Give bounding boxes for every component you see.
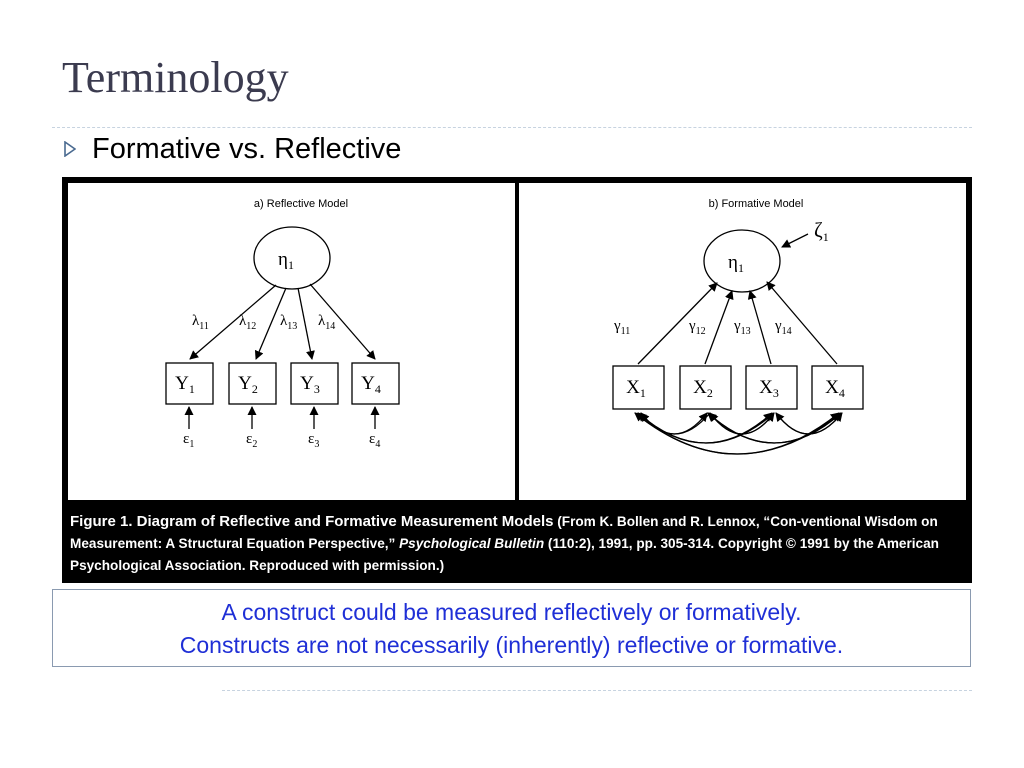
callout-line-1: A construct could be measured reflective…: [221, 599, 802, 625]
loading-arrow-3: [297, 287, 315, 360]
error-label-1: ε1: [183, 431, 194, 450]
footer-divider: [222, 690, 972, 691]
title-divider: [52, 127, 972, 128]
reflective-latent-label: η1: [278, 249, 294, 272]
diagram-svg: a) Reflective Model η1 λ11 λ12 λ13 λ14 Y…: [68, 183, 966, 500]
covariance-arrow-3-1: [637, 412, 775, 444]
disturbance-label: ζ1: [814, 218, 829, 244]
error-label-2: ε2: [246, 431, 257, 450]
formative-latent-node: [703, 229, 781, 293]
indicator-box-y1: [165, 362, 214, 405]
indicator-box-y2: [228, 362, 277, 405]
loading-arrow-1: [189, 284, 277, 360]
loading-label-2: λ12: [239, 313, 256, 332]
loading-arrow-4: [309, 283, 376, 360]
caption-lead: Figure 1. Diagram of Reflective and Form…: [70, 513, 554, 530]
indicator-label-x4: X4: [825, 377, 845, 400]
figure-image: a) Reflective Model η1 λ11 λ12 λ13 λ14 Y…: [62, 177, 972, 583]
indicator-box-x1: [612, 365, 665, 410]
slide-title: Terminology: [62, 53, 289, 102]
indicator-box-y4: [351, 362, 400, 405]
weight-arrow-4: [766, 281, 838, 365]
weight-arrow-2: [704, 290, 734, 365]
caption-citation: (From K. Bollen and R. Lennox, “Con-vent…: [70, 514, 938, 551]
loading-label-1: λ11: [192, 313, 209, 332]
covariance-arrow-4-3: [775, 412, 843, 435]
triangle-bullet-icon: [64, 141, 76, 157]
bullet-item: Formative vs. Reflective: [64, 131, 401, 167]
indicator-label-y3: Y3: [300, 373, 320, 396]
caption-journal: Psychological Bulletin: [399, 536, 545, 551]
weight-arrow-1: [637, 282, 718, 365]
indicator-box-x2: [679, 365, 732, 410]
indicator-box-x3: [745, 365, 798, 410]
loading-label-4: λ14: [318, 313, 335, 332]
indicator-label-x3: X3: [759, 377, 779, 400]
indicator-box-x4: [811, 365, 864, 410]
reflective-model-label: a) Reflective Model: [254, 198, 348, 210]
callout-box: A construct could be measured reflective…: [52, 589, 971, 667]
error-label-3: ε3: [308, 431, 319, 450]
loading-label-3: λ13: [280, 313, 297, 332]
weight-arrow-3: [747, 290, 772, 365]
covariance-arrow-4-2: [707, 412, 842, 444]
formative-model-label: b) Formative Model: [709, 198, 804, 210]
indicator-label-x1: X1: [626, 377, 646, 400]
formative-latent-label: η1: [728, 252, 744, 275]
figure-caption: Figure 1. Diagram of Reflective and Form…: [70, 511, 966, 577]
loading-arrow-2: [254, 287, 287, 360]
caption-citation-end: (110:2), 1991, pp. 305-314. Copyright © …: [70, 536, 939, 573]
indicator-label-y1: Y1: [175, 373, 195, 396]
weight-label-2: γ12: [688, 318, 706, 337]
callout-line-2: Constructs are not necessarily (inherent…: [179, 632, 844, 658]
reflective-latent-node: [253, 226, 331, 290]
indicator-label-y2: Y2: [238, 373, 258, 396]
weight-label-3: γ13: [733, 318, 751, 337]
covariance-arrow-4-1: [634, 412, 842, 455]
error-label-4: ε4: [369, 431, 380, 450]
weight-label-4: γ14: [774, 318, 792, 337]
indicator-box-y3: [290, 362, 339, 405]
covariance-arrows: [634, 412, 843, 455]
indicator-label-y4: Y4: [361, 373, 381, 396]
disturbance-arrow: [781, 233, 809, 248]
weight-label-1: γ11: [613, 318, 630, 337]
indicator-label-x2: X2: [693, 377, 713, 400]
bullet-text: Formative vs. Reflective: [92, 132, 402, 165]
